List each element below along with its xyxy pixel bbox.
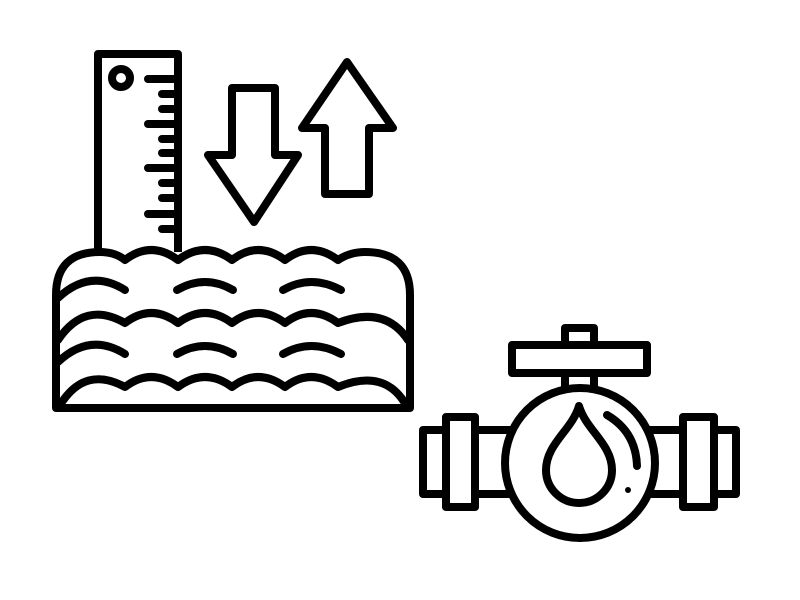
arrow-down-icon	[204, 84, 302, 226]
valve-shine	[603, 411, 641, 470]
water-waves-icon	[52, 246, 414, 412]
water-drop-icon	[542, 402, 616, 507]
right-flange	[679, 413, 718, 511]
valve-handle	[508, 341, 651, 377]
water-level-icon	[52, 50, 414, 412]
arrow-up-icon	[298, 58, 397, 198]
valve-shine-dot	[625, 487, 631, 493]
ruler-ticks	[144, 75, 180, 233]
left-flange	[442, 413, 479, 511]
ruler-icon	[94, 50, 182, 252]
pipe-valve-icon	[419, 324, 740, 542]
ruler-hole	[108, 65, 134, 91]
